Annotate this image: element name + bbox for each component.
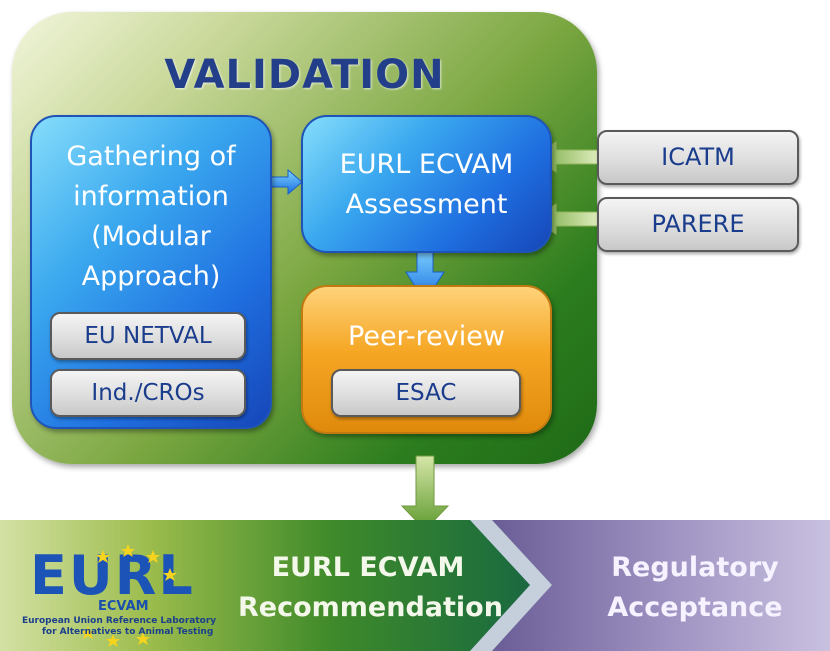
gathering-line-1: Gathering of (66, 141, 236, 172)
regulatory-line-2: Acceptance (607, 592, 783, 623)
logo-letters: EURL (30, 544, 195, 607)
eu-netval-box: EU NETVAL (50, 312, 246, 360)
validation-title: VALIDATION (164, 52, 445, 98)
assessment-label: EURL ECVAM Assessment (303, 145, 550, 225)
bottom-band: EURL ECVAM European Union Reference Labo… (0, 520, 830, 651)
logo-subtitle-1: European Union Reference Laboratory (22, 616, 217, 626)
eu-stars-icon (81, 544, 177, 647)
icatm-box: ICATM (597, 130, 799, 185)
recommendation-label: EURL ECVAM Recommendation (238, 548, 503, 628)
gathering-line-4: Approach) (81, 261, 221, 292)
logo-subtitle-2: for Alternatives to Animal Testing (42, 627, 214, 637)
regulatory-line-1: Regulatory (611, 552, 779, 583)
parere-box: PARERE (597, 197, 799, 252)
peer-review-label: Peer-review (348, 321, 505, 352)
regulatory-chevron (470, 520, 830, 651)
ind-cros-box: Ind./CROs (50, 369, 246, 417)
assessment-box: EURL ECVAM Assessment (301, 115, 552, 253)
eurl-logo: EURL ECVAM European Union Reference Labo… (18, 538, 218, 647)
esac-box: ESAC (331, 369, 521, 417)
recommendation-line-2: Recommendation (238, 592, 503, 623)
down-arrow-to-recommendation (400, 455, 450, 531)
assessment-line-2: Assessment (345, 189, 508, 220)
logo-ecvam: ECVAM (98, 599, 149, 614)
gathering-line-3: (Modular (91, 221, 211, 252)
regulatory-label: Regulatory Acceptance (580, 548, 810, 628)
assessment-line-1: EURL ECVAM (339, 149, 514, 180)
recommendation-line-1: EURL ECVAM (271, 552, 465, 583)
gathering-line-2: information (73, 181, 229, 212)
gathering-label: Gathering of information (Modular Approa… (32, 137, 270, 297)
